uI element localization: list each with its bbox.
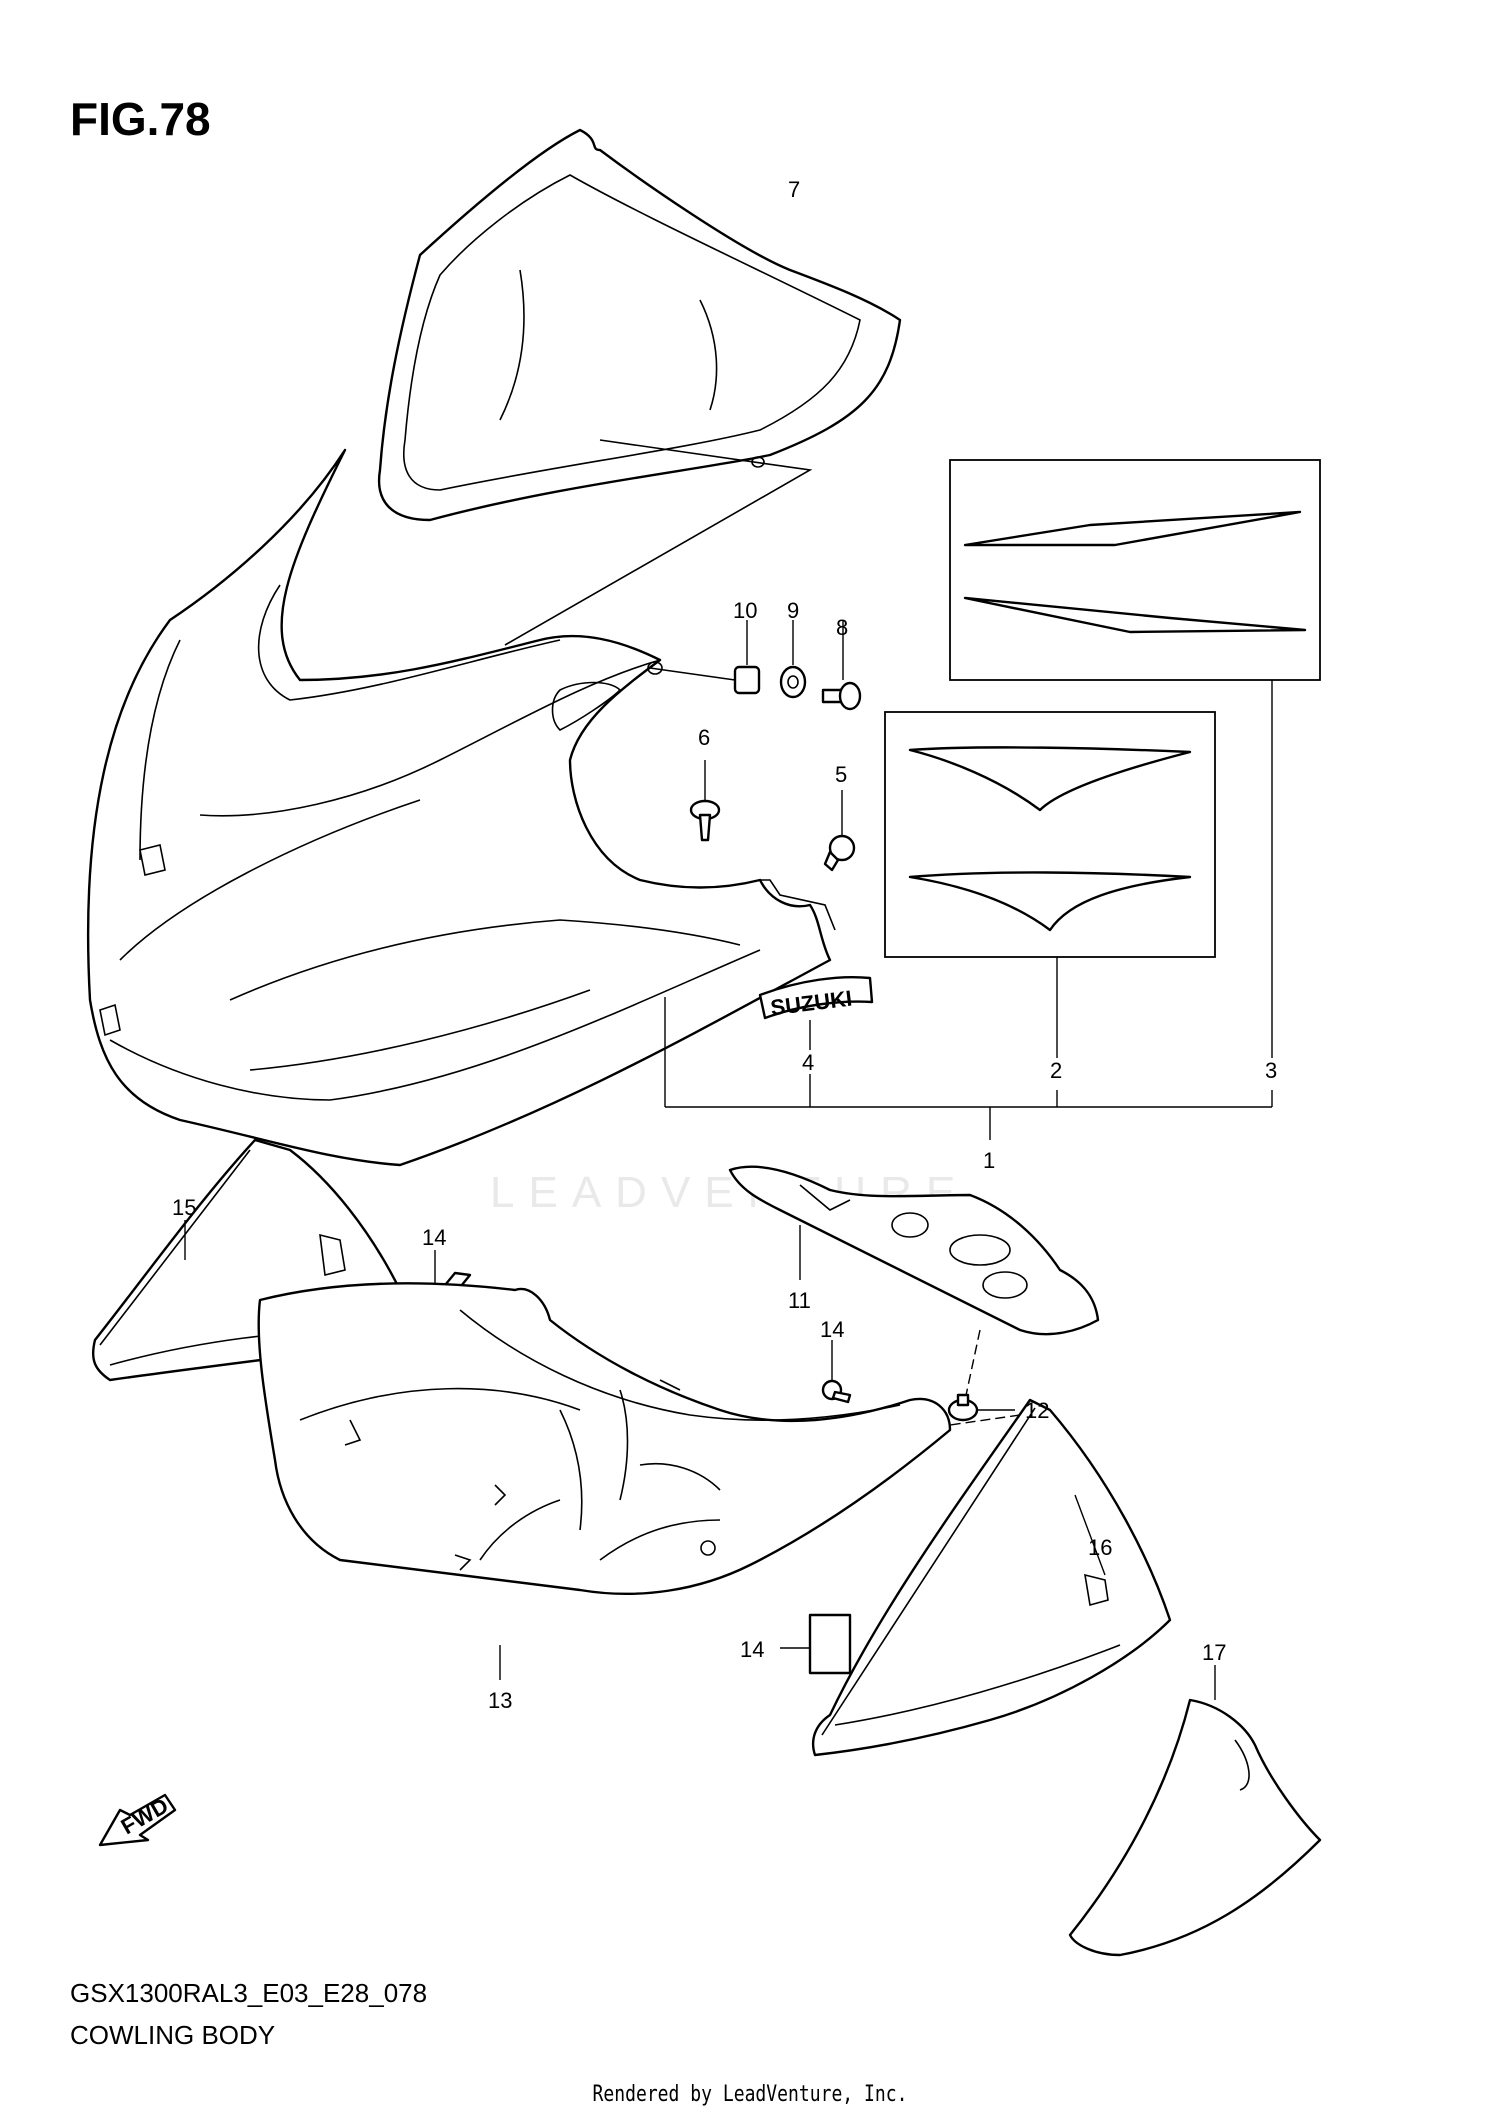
fastener-part-15[interactable] — [821, 1340, 852, 1404]
callout-16: 15 — [172, 1195, 196, 1220]
callout-17: 16 — [1088, 1535, 1112, 1560]
right-lower-panel-part[interactable] — [1068, 1665, 1322, 1957]
callout-18: 17 — [1202, 1640, 1226, 1665]
under-cowling-part[interactable] — [257, 1282, 952, 1680]
figure-title: FIG.78 — [70, 93, 211, 145]
callout-3: 3 — [1265, 1058, 1277, 1083]
model-code: GSX1300RAL3_E03_E28_078 — [70, 1978, 428, 2008]
callout-13: 13 — [488, 1688, 512, 1713]
windscreen-part[interactable] — [377, 128, 902, 646]
inner-panel-part[interactable] — [728, 1165, 1100, 1401]
screw-part-8[interactable] — [821, 620, 862, 711]
forward-direction-arrow: FWD — [98, 1793, 177, 1847]
screw-part-6[interactable] — [689, 760, 721, 842]
decal-set-box-2 — [884, 711, 1216, 958]
callout-15: 14 — [820, 1317, 844, 1342]
right-side-panel-part[interactable] — [811, 1398, 1172, 1757]
spacer-part[interactable] — [649, 620, 761, 695]
assembly-bracket — [664, 680, 1273, 1140]
upper-cowling-part[interactable] — [86, 448, 836, 1167]
callout-2: 2 — [1050, 1058, 1062, 1083]
pad-part-14b[interactable] — [780, 1613, 852, 1675]
callout-1: 1 — [983, 1148, 995, 1173]
decal-set-box-3 — [949, 459, 1321, 681]
callout-4: 4 — [802, 1050, 814, 1075]
assembly-name: COWLING BODY — [70, 2020, 276, 2050]
callout-10: 10 — [733, 598, 757, 623]
callout-14-lower: 14 — [740, 1637, 764, 1662]
callout-6: 6 — [698, 725, 710, 750]
callout-5: 5 — [835, 762, 847, 787]
callout-8: 8 — [836, 615, 848, 640]
callout-labels: 7 10 9 8 6 5 2 3 4 1 15 14 11 12 14 16 1… — [172, 177, 1277, 1713]
render-credit: Rendered by LeadVenture, Inc. — [592, 2082, 908, 2107]
clip-part-12[interactable] — [947, 1393, 1015, 1422]
bolt-part-5[interactable] — [823, 790, 856, 872]
callout-9: 9 — [787, 598, 799, 623]
callout-7: 7 — [788, 177, 800, 202]
washer-part[interactable] — [779, 620, 807, 699]
callout-14-upper: 14 — [422, 1225, 446, 1250]
callout-11: 11 — [788, 1288, 811, 1313]
callout-12: 12 — [1025, 1398, 1049, 1423]
suzuki-emblem-part[interactable]: SUZUKI — [758, 975, 874, 1050]
